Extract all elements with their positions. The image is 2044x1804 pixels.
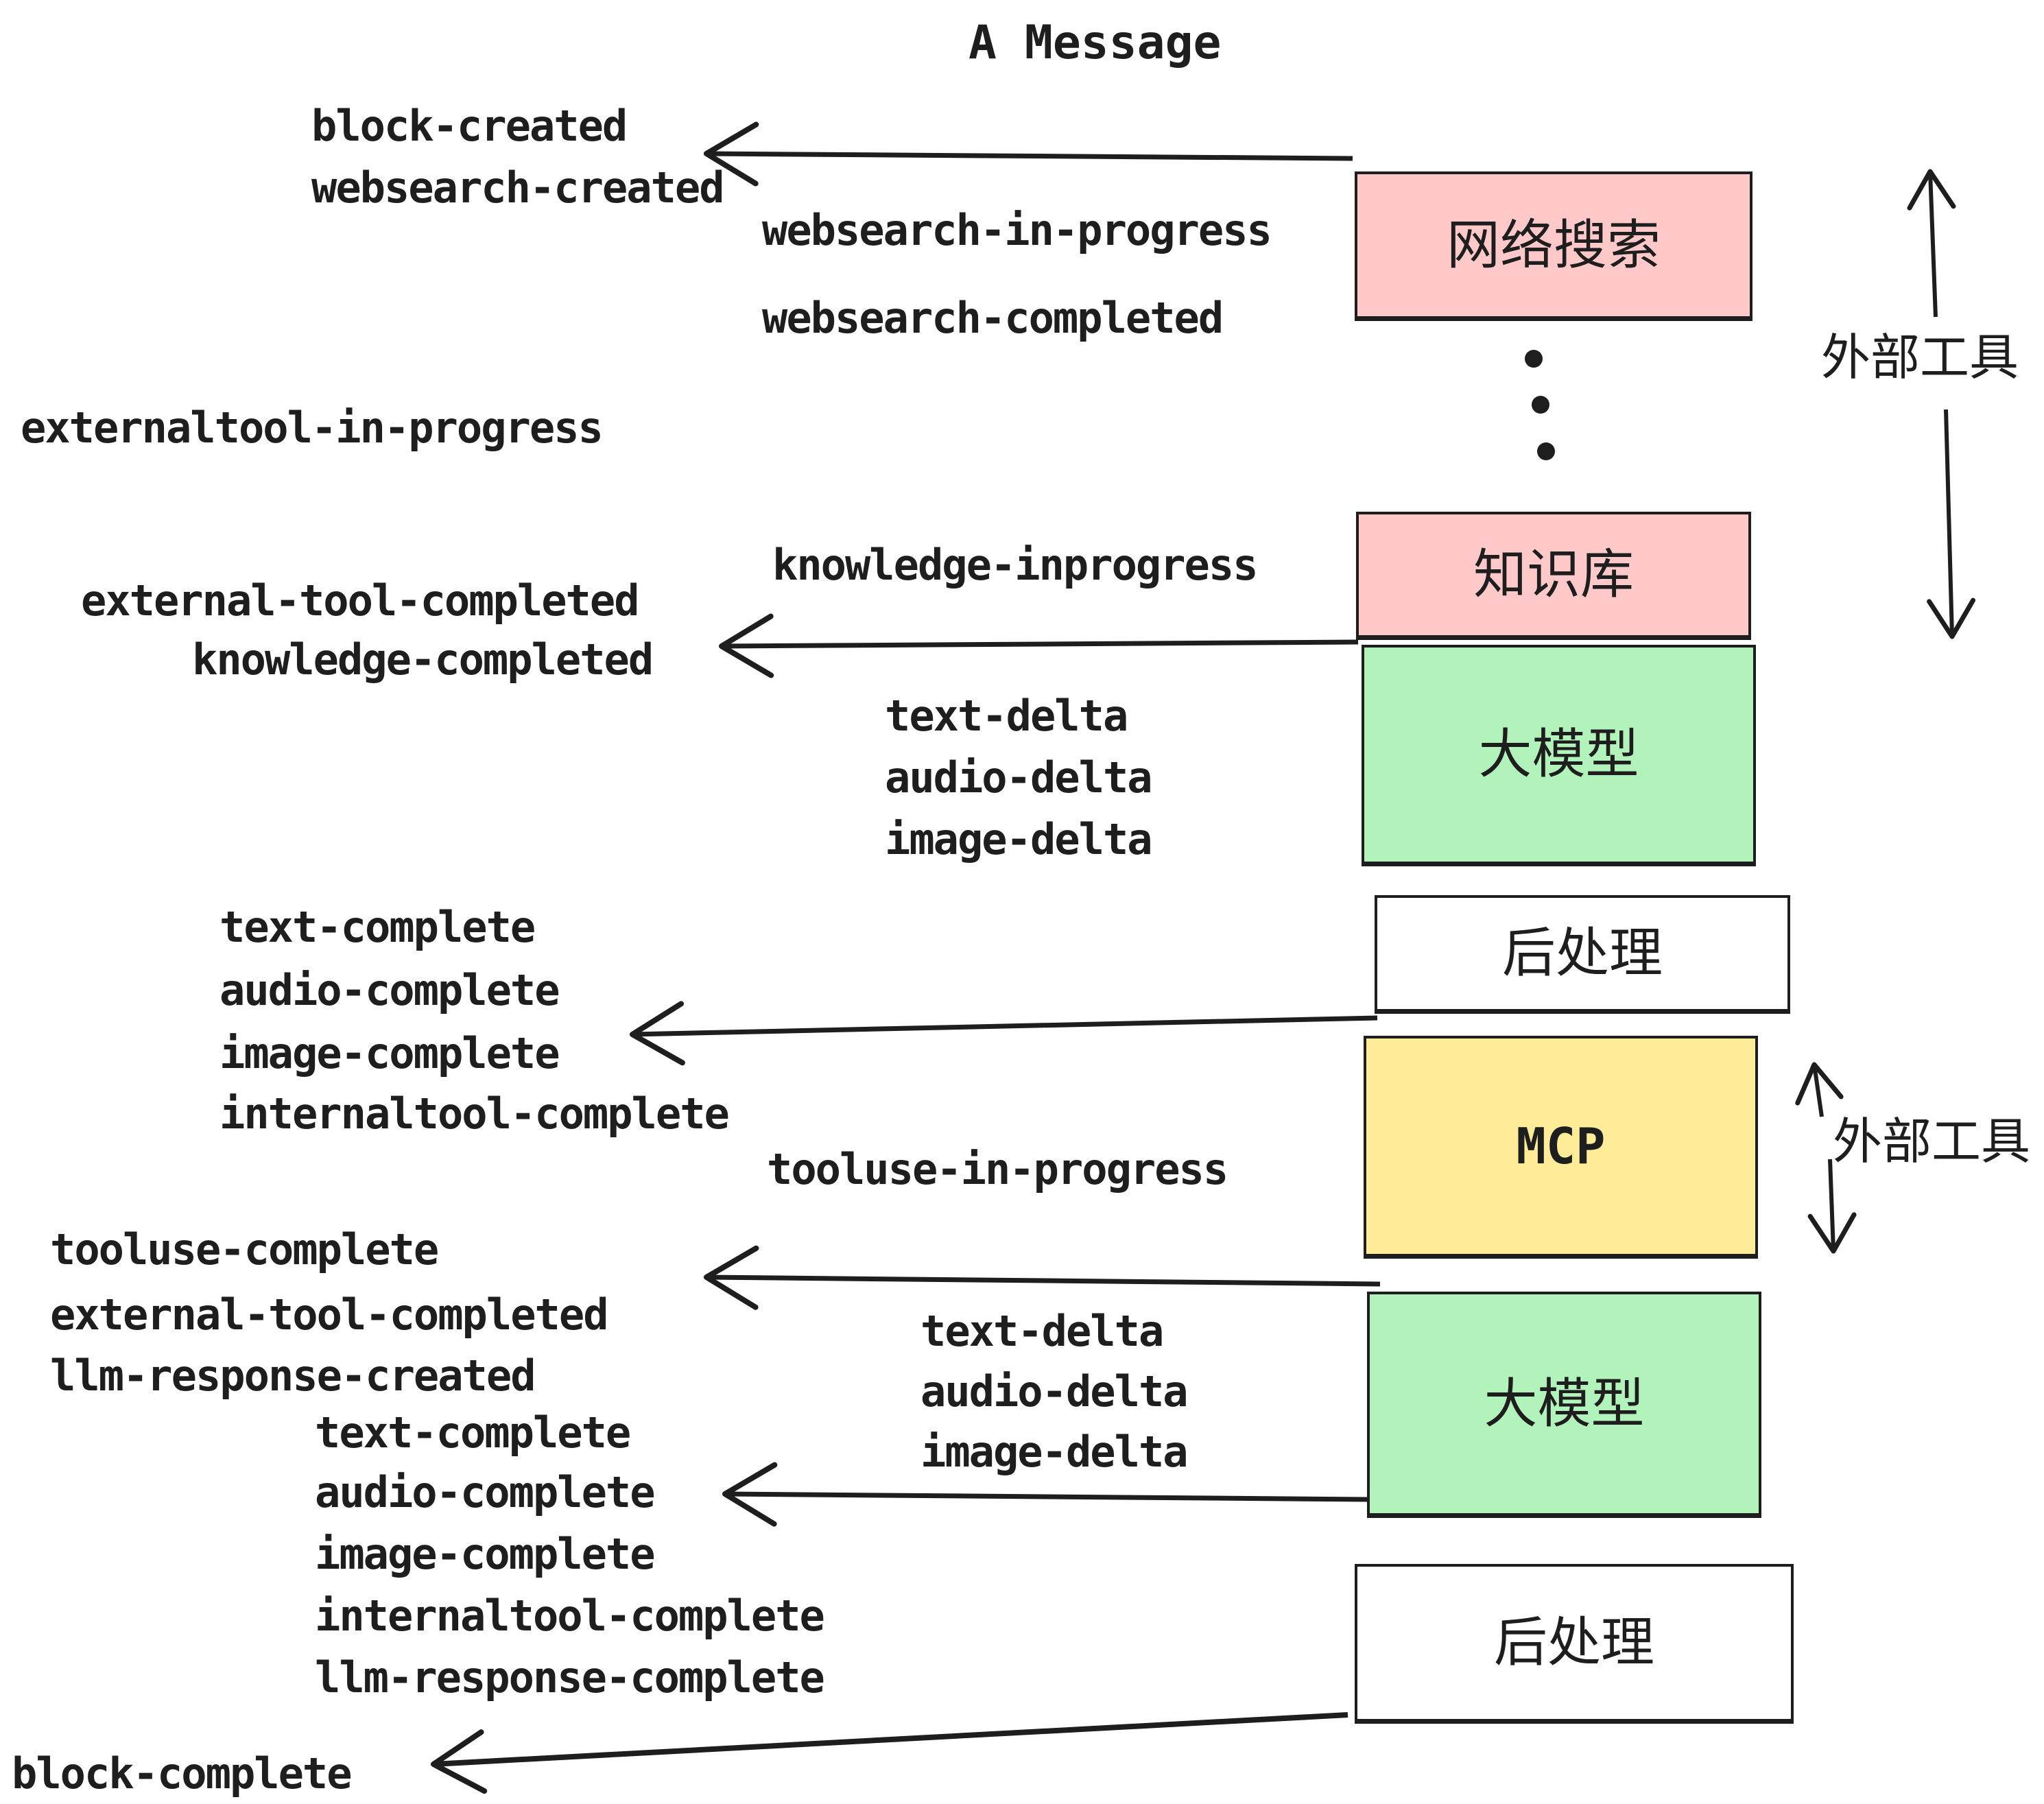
websearch-box: 网络搜索: [1355, 171, 1752, 319]
event-label-external-tool-completed-2: external-tool-completed: [50, 1290, 609, 1340]
postprocess-box-2: 后处理: [1355, 1564, 1794, 1722]
external-tools-down-arrow-top: [1927, 409, 1976, 639]
event-label-audio-complete-2: audio-complete: [315, 1467, 656, 1517]
event-label-tooluse-complete: tooluse-complete: [50, 1224, 439, 1274]
postprocess-box-2-label: 后处理: [1493, 1612, 1654, 1674]
event-label-text-delta-1: text-delta: [885, 691, 1128, 741]
external-tools-label-top: 外部工具: [1821, 329, 2019, 386]
event-label-block-complete: block-complete: [12, 1748, 353, 1799]
ellipsis-dots: [1525, 350, 1555, 460]
event-label-image-complete-1: image-complete: [219, 1028, 560, 1078]
llm-box-2: 大模型: [1367, 1292, 1761, 1516]
event-label-block-created: block-created: [311, 101, 628, 151]
event-label-llm-response-created: llm-response-created: [50, 1351, 536, 1401]
event-label-websearch-completed: websearch-completed: [762, 293, 1224, 343]
websearch-box-label: 网络搜索: [1446, 214, 1661, 276]
postprocess-box-1-label: 后处理: [1501, 923, 1663, 984]
external-tools-up-arrow-top: [1907, 169, 1956, 318]
mcp-box-label: MCP: [1516, 1117, 1606, 1175]
arrow-to-image-complete: [630, 1001, 1378, 1066]
arrow-to-audio-complete: [722, 1462, 1368, 1527]
event-label-internaltool-complete-2: internaltool-complete: [315, 1591, 825, 1641]
postprocess-box-1: 后处理: [1375, 895, 1790, 1012]
event-label-llm-response-complete: llm-response-complete: [315, 1652, 825, 1702]
ellipsis-dot: [1525, 350, 1543, 368]
event-label-audio-delta-2: audio-delta: [920, 1366, 1189, 1416]
ellipsis-dot: [1537, 442, 1555, 460]
llm-box-1: 大模型: [1362, 645, 1756, 864]
event-label-text-complete-1: text-complete: [219, 902, 536, 952]
event-label-knowledge-completed: knowledge-completed: [192, 634, 654, 685]
event-label-websearch-in-progress: websearch-in-progress: [762, 205, 1272, 255]
event-label-image-delta-1: image-delta: [885, 814, 1153, 864]
external-tools-label-mid: 外部工具: [1833, 1113, 2031, 1170]
event-label-text-delta-2: text-delta: [920, 1306, 1164, 1356]
event-label-audio-complete-1: audio-complete: [219, 965, 560, 1015]
external-tools-up-arrow-mid: [1795, 1062, 1844, 1117]
arrow-to-tooluse-complete: [704, 1245, 1381, 1310]
knowledge-box: 知识库: [1356, 512, 1751, 638]
event-label-knowledge-inprogress: knowledge-inprogress: [772, 540, 1259, 590]
event-label-external-tool-completed-1: external-tool-completed: [81, 575, 640, 626]
event-label-image-complete-2: image-complete: [315, 1529, 656, 1579]
external-tools-down-arrow-mid: [1807, 1159, 1857, 1254]
arrow-to-websearch-created: [704, 121, 1353, 187]
mcp-box: MCP: [1364, 1036, 1758, 1257]
event-label-image-delta-2: image-delta: [920, 1427, 1189, 1477]
diagram-title: A Message: [968, 16, 1222, 70]
arrow-to-knowledge-completed: [719, 613, 1359, 678]
event-label-externaltool-in-progress: externaltool-in-progress: [21, 403, 604, 453]
llm-box-2-label: 大模型: [1484, 1373, 1645, 1435]
event-label-text-complete-2: text-complete: [315, 1408, 631, 1458]
knowledge-box-label: 知识库: [1473, 544, 1634, 606]
llm-box-1-label: 大模型: [1478, 724, 1639, 785]
event-label-internaltool-complete-1: internaltool-complete: [219, 1089, 730, 1139]
ellipsis-dot: [1532, 396, 1549, 414]
event-label-tooluse-in-progress: tooluse-in-progress: [767, 1144, 1228, 1194]
arrow-to-block-complete: [431, 1712, 1348, 1794]
event-label-websearch-created: websearch-created: [311, 163, 725, 213]
event-label-audio-delta-1: audio-delta: [885, 752, 1153, 803]
